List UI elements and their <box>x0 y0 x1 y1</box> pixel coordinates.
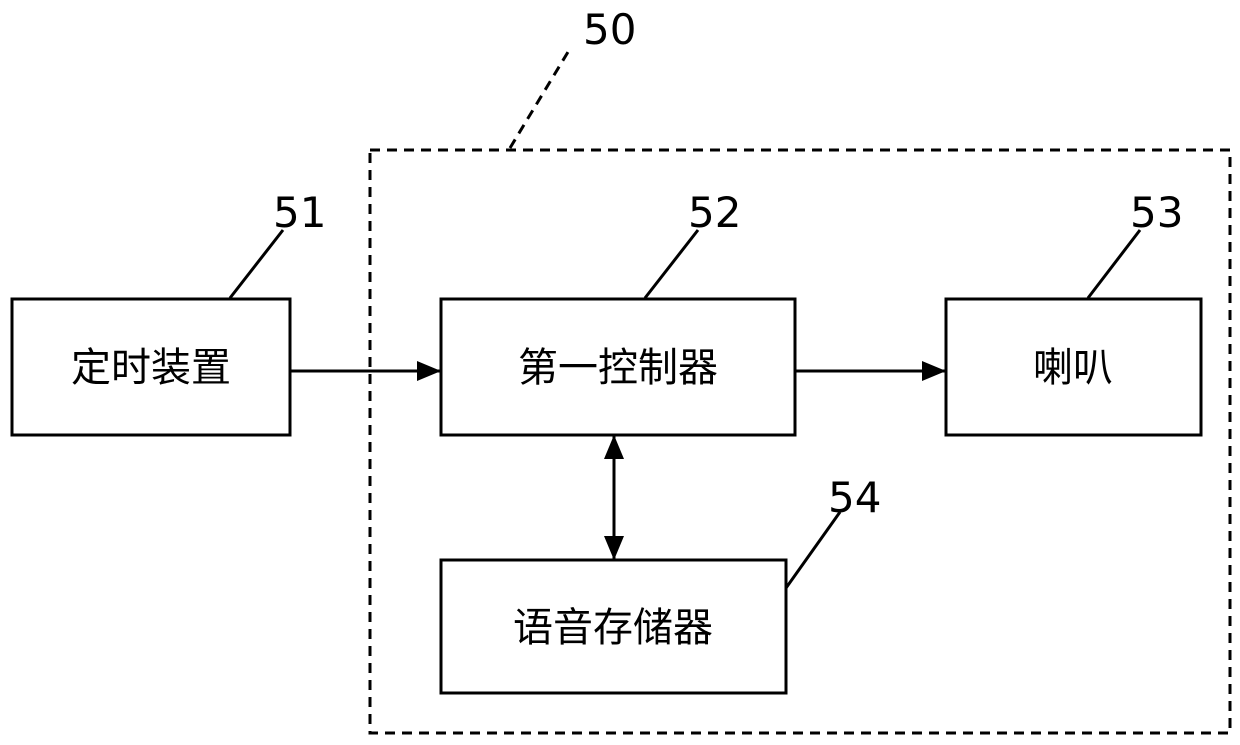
voice-memory-label: 语音存储器 <box>513 605 713 651</box>
speaker-leader-line <box>1088 230 1140 298</box>
timer-ref-number: 51 <box>273 188 326 237</box>
controller-label: 第一控制器 <box>518 345 718 391</box>
controller-ref-number: 52 <box>688 188 741 237</box>
controller-leader-line <box>645 230 698 298</box>
group-ref-number: 50 <box>583 5 636 54</box>
speaker-ref-number: 53 <box>1130 188 1183 237</box>
timer-leader-line <box>230 230 283 298</box>
speaker-label: 喇叭 <box>1033 345 1113 391</box>
timer-label: 定时装置 <box>71 345 231 391</box>
group-leader-line <box>510 52 568 148</box>
voice-memory-leader-line <box>786 512 840 588</box>
voice-memory-ref-number: 54 <box>828 473 881 522</box>
